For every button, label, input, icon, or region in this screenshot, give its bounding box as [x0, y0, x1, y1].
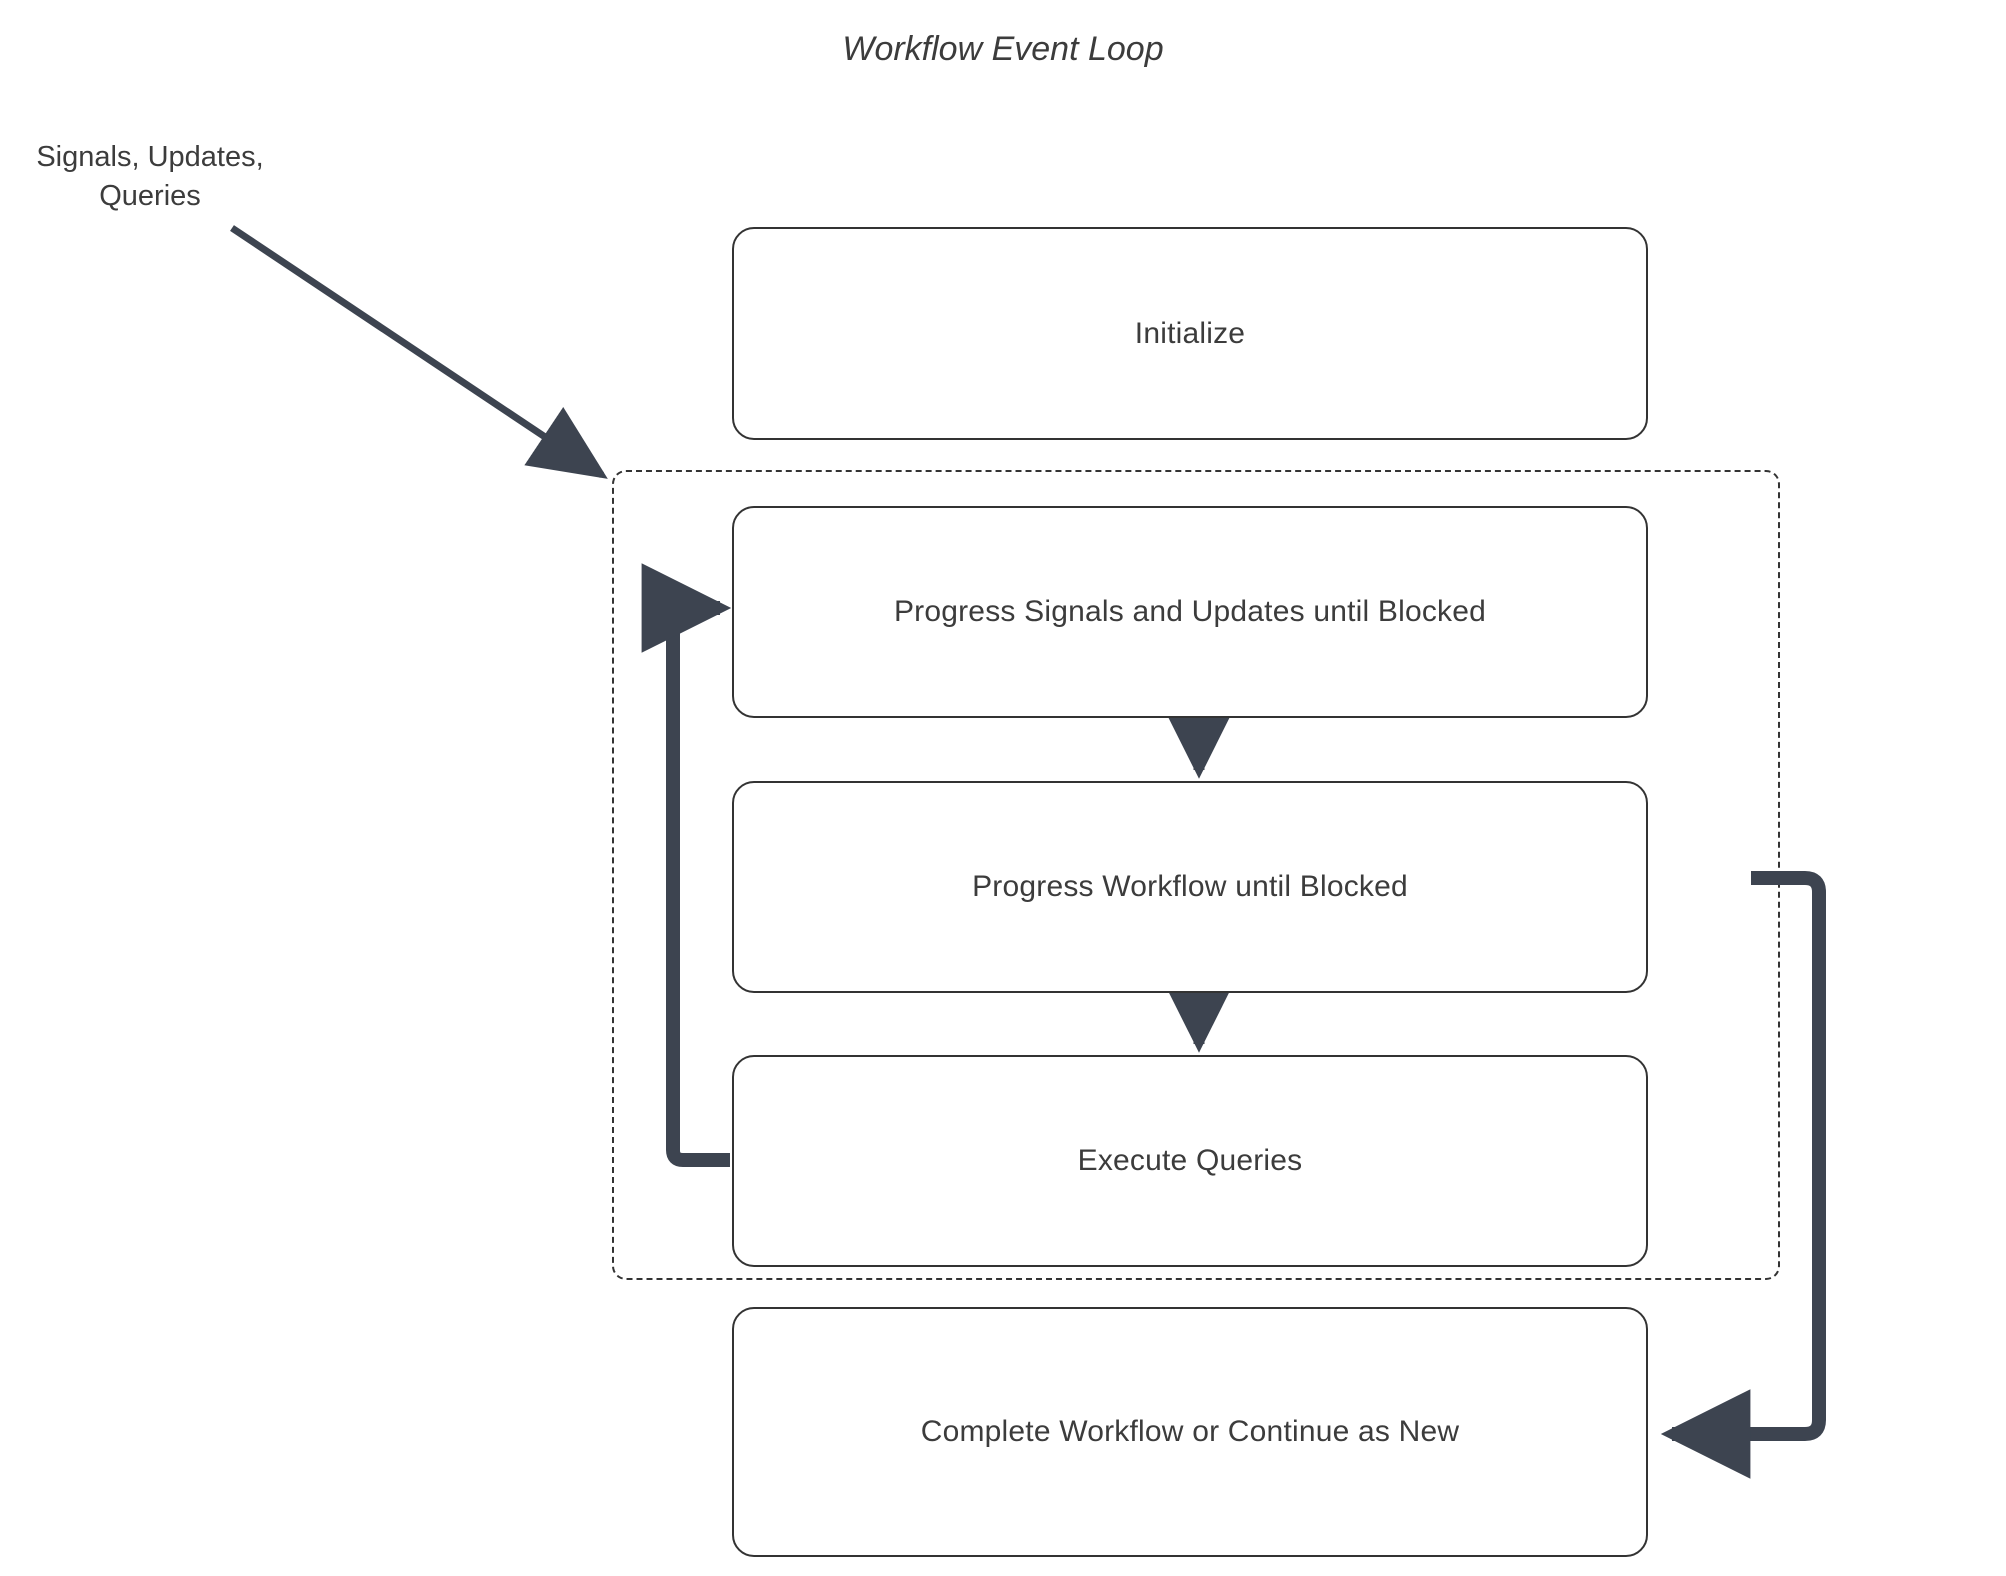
node-progress-workflow-label: Progress Workflow until Blocked: [972, 870, 1408, 904]
node-complete-workflow[interactable]: Complete Workflow or Continue as New: [732, 1307, 1648, 1557]
node-progress-signals[interactable]: Progress Signals and Updates until Block…: [732, 506, 1648, 718]
external-input-line-2: Queries: [99, 180, 201, 213]
page-title: Workflow Event Loop: [842, 30, 1164, 68]
node-complete-workflow-label: Complete Workflow or Continue as New: [920, 1415, 1460, 1449]
external-input-line-1: Signals, Updates,: [36, 141, 264, 173]
node-execute-queries[interactable]: Execute Queries: [732, 1055, 1648, 1267]
node-progress-workflow[interactable]: Progress Workflow until Blocked: [732, 781, 1648, 993]
node-execute-queries-label: Execute Queries: [1077, 1144, 1303, 1178]
node-progress-signals-label: Progress Signals and Updates until Block…: [893, 595, 1487, 629]
edge-external-input-to-loop: [230, 225, 608, 479]
node-initialize[interactable]: Initialize: [732, 227, 1648, 440]
external-input-label: Signals, Updates, Queries: [10, 138, 290, 216]
node-initialize-label: Initialize: [1134, 316, 1246, 350]
